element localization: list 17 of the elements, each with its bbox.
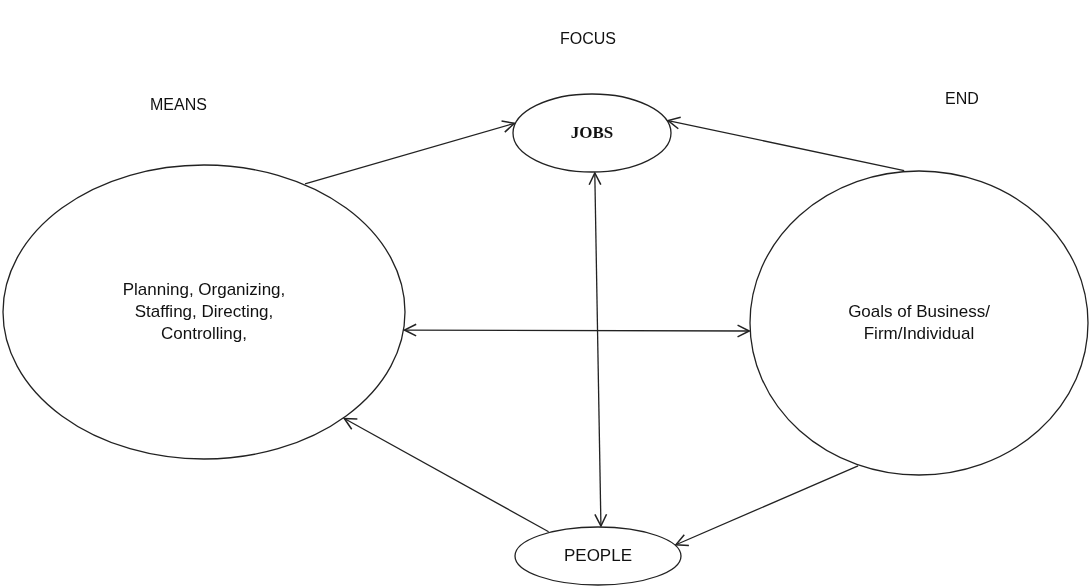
heading-label: MEANS [150,96,207,114]
heading-label: FOCUS [560,30,616,48]
arrow [343,417,550,533]
arrow [588,172,608,527]
node-text: PEOPLE [562,544,633,567]
node-text: Goals of Business/ Firm/Individual [847,300,991,345]
ellipse-node [514,526,682,586]
node-text: Planning, Organizing, Staffing, Directing, Controlling, [121,278,287,346]
arrow [304,120,516,185]
ellipse-node [2,164,406,460]
ellipse-node [512,93,672,173]
arrow [667,116,905,172]
node-text: JOBS [569,121,615,144]
arrow [675,465,859,547]
ellipse-node [749,170,1089,476]
heading-label: END [945,90,979,108]
arrow [403,323,750,338]
